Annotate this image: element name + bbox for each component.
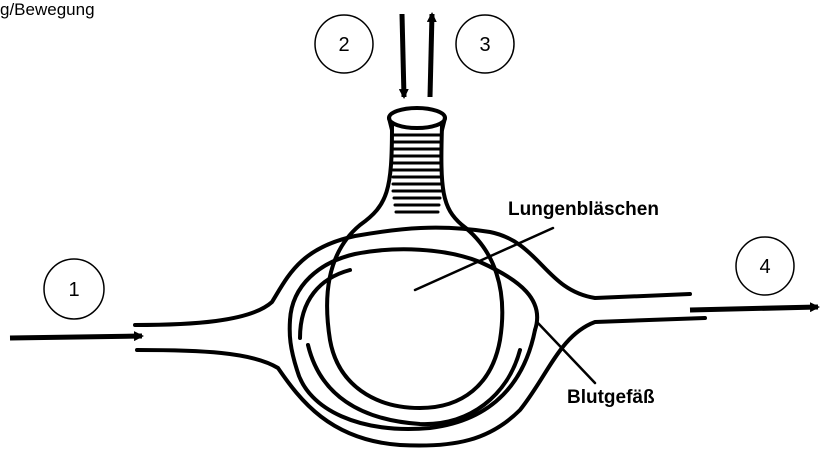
marker-3: 3 (479, 34, 490, 56)
vessel-outer-top-edge (135, 228, 690, 325)
bronchiole-rings (393, 135, 441, 212)
arrow-4-outflow (690, 307, 818, 310)
vessel-inner-bottom-edge (290, 320, 535, 429)
bronchiole-opening (389, 108, 445, 128)
vessel-inner-lower-ring (308, 345, 520, 424)
alveolus-bubble (327, 108, 502, 408)
marker-2: 2 (338, 34, 349, 56)
number-markers (44, 15, 794, 319)
arrow-2-down (402, 14, 404, 97)
vessel-outer-bottom-edge (137, 318, 705, 446)
arrow-1-inflow (10, 336, 142, 338)
alveolus-label: Lungenbläschen (508, 199, 659, 221)
vessel-label: Blutgefäß (567, 387, 655, 409)
blood-vessel (135, 228, 705, 446)
marker-4: 4 (759, 256, 770, 278)
marker-1: 1 (68, 279, 79, 301)
alveolus-leader-line (415, 228, 553, 290)
alveolus-outline (327, 126, 502, 408)
arrow-3-up (430, 14, 432, 97)
